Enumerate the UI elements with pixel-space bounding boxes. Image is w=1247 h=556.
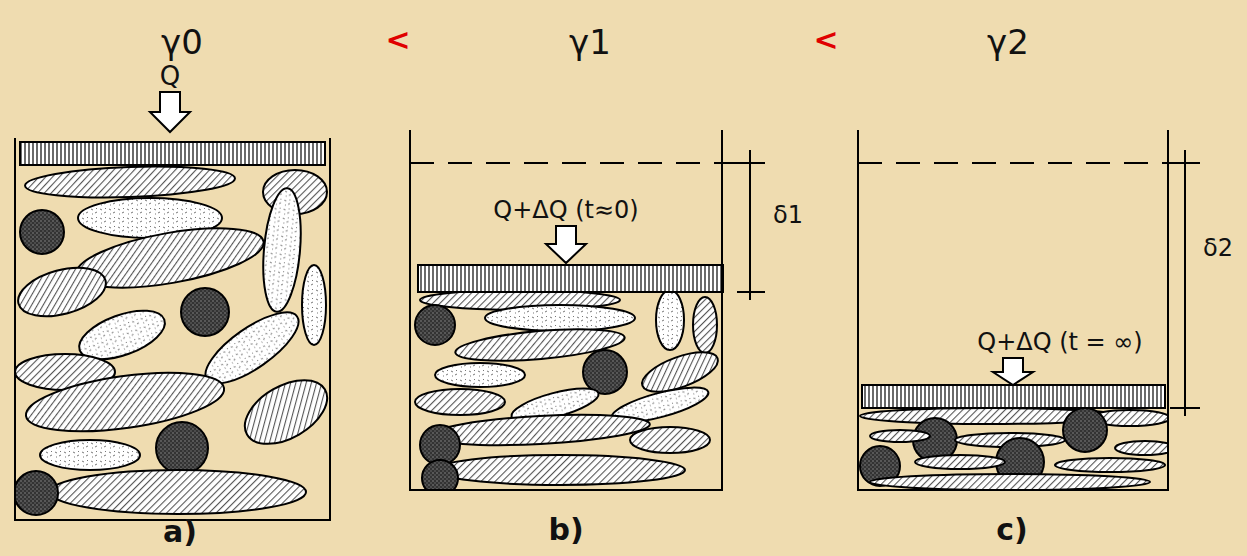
settlement-dimension-c <box>858 150 1200 416</box>
panel-label: c) <box>996 515 1028 545</box>
settlement-label: δ2 <box>1203 236 1233 260</box>
comparison-sign: < <box>385 25 410 55</box>
density-symbol: γ0 <box>161 25 203 59</box>
sample-a <box>13 92 338 520</box>
density-symbol: γ1 <box>569 25 611 59</box>
sample-b <box>410 130 723 496</box>
sample-c <box>858 130 1175 490</box>
settlement-label: δ1 <box>773 203 803 227</box>
settlement-dimension-b <box>410 150 765 300</box>
panel-label: a) <box>163 517 197 547</box>
load-label: Q+ΔQ (t = ∞) <box>977 330 1142 354</box>
panel-label: b) <box>548 515 583 545</box>
load-label: Q+ΔQ (t≈0) <box>493 198 638 222</box>
load-label: Q <box>160 63 180 89</box>
density-symbol: γ2 <box>987 25 1029 59</box>
comparison-sign: < <box>813 25 838 55</box>
